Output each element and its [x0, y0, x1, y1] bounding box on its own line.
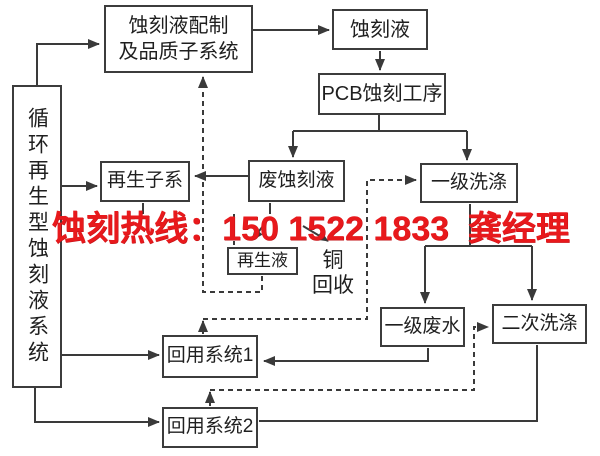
label-copper-recovery: 铜 回收 [312, 249, 354, 297]
hotline-overlay-text: 蚀刻热线：150 1522 1833 龚经理 [52, 210, 570, 248]
node-reuse-system-2: 回用系统2 [162, 407, 258, 448]
arrow-to-regenliquid [251, 225, 264, 241]
arrow-wastewater1-to-reuse1 [263, 348, 429, 366]
node-etchant: 蚀刻液 [332, 9, 428, 50]
node-pcb-etching-process: PCB蚀刻工序 [318, 73, 446, 115]
arrow-to-copper [302, 225, 329, 242]
node-recycling-etchant-system: 循环再生型蚀刻液系统 [12, 85, 62, 388]
node-etchant-prep-system: 蚀刻液配制 及品质子系统 [104, 5, 253, 73]
node-regeneration-subsystem: 再生子系 [100, 161, 190, 202]
node-reuse-system-1: 回用系统1 [162, 335, 258, 378]
node-primary-washing: 一级洗涤 [420, 163, 518, 203]
node-primary-wastewater: 一级废水 [380, 307, 465, 347]
arrow-system-to-prep [36, 39, 100, 86]
dashed-reuse1-to-wash1 [203, 175, 417, 320]
node-secondary-washing: 二次洗涤 [492, 304, 587, 344]
node-etchant-prep-label: 蚀刻液配制 及品质子系统 [118, 15, 239, 63]
node-waste-etchant: 废蚀刻液 [248, 160, 345, 202]
dashed-regenliquid-to-prep [198, 76, 263, 293]
dashed-reuse2-to-wash2 [210, 322, 489, 391]
arrow-system-to-reuse2 [34, 388, 160, 427]
node-regenerated-liquid: 再生液 [227, 247, 298, 275]
line-wash2-to-reuse2 [259, 345, 538, 422]
